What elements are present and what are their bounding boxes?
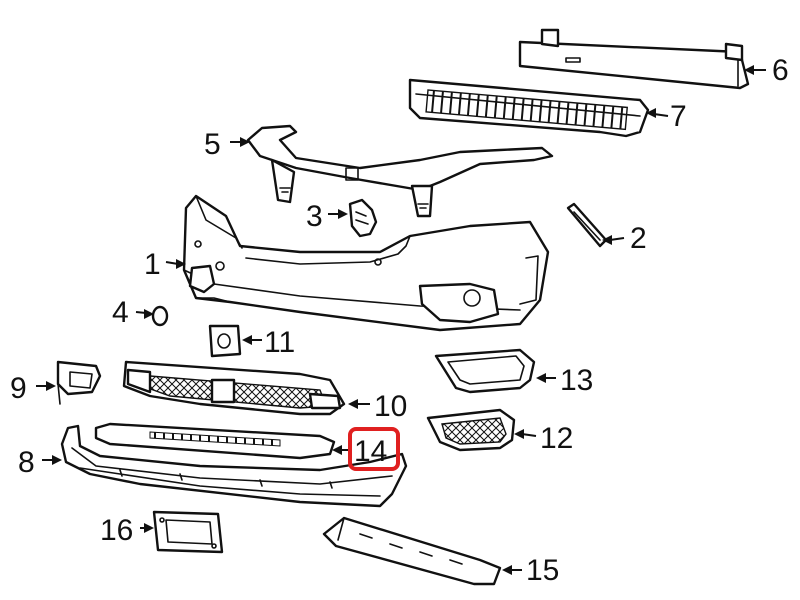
callout-12: 12 <box>540 422 573 455</box>
part-1-bumper-cover <box>182 194 550 332</box>
callout-11: 11 <box>264 326 295 359</box>
part-10-grille <box>122 360 346 416</box>
callout-5: 5 <box>204 128 221 161</box>
callout-3: 3 <box>306 200 323 233</box>
leader-lines <box>36 65 766 575</box>
part-9-bracket <box>56 360 102 405</box>
callout-10: 10 <box>374 390 407 423</box>
part-15-skid-plate <box>322 516 502 586</box>
callout-15: 15 <box>526 554 559 587</box>
callout-2: 2 <box>630 222 647 255</box>
callout-4: 4 <box>112 296 129 329</box>
callout-7: 7 <box>670 100 687 133</box>
callout-6: 6 <box>772 54 789 87</box>
part-11-sensor-bracket <box>208 324 242 358</box>
callout-9: 9 <box>10 372 27 405</box>
callout-8: 8 <box>18 446 35 479</box>
callout-13: 13 <box>560 364 593 397</box>
part-4-plug <box>151 305 169 327</box>
part-8-lower-fascia <box>60 424 408 508</box>
part-2-trim-strip <box>566 202 608 248</box>
part-14-lower-trim <box>94 422 336 460</box>
callout-14: 14 <box>354 435 387 468</box>
part-12-fog-bezel-lower <box>426 408 516 452</box>
callout-16: 16 <box>100 514 133 547</box>
part-7-energy-absorber <box>408 78 650 138</box>
callout-14-highlight-box <box>348 427 400 471</box>
part-16-license-bracket <box>152 510 224 554</box>
part-6-reinforcement-beam <box>518 28 750 90</box>
part-5-upper-bracket <box>246 124 554 218</box>
part-13-fog-bezel <box>434 348 536 394</box>
callout-1: 1 <box>144 248 161 281</box>
part-3-small-bracket <box>348 198 378 238</box>
